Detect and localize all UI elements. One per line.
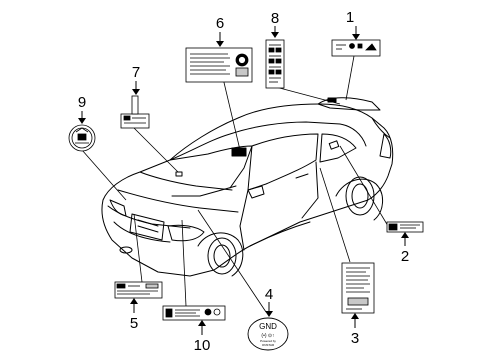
- callout-9: 9: [78, 94, 86, 124]
- callout-number-10: 10: [194, 337, 211, 354]
- label-7: [120, 95, 150, 129]
- callout-number-1: 1: [346, 9, 354, 26]
- label-6: [185, 47, 253, 83]
- label-1: [331, 39, 381, 57]
- label-4-gnd: GND (•) ⊙↑ Powered by ONSTAR: [247, 317, 289, 351]
- gnd-symbols: (•) ⊙↑: [261, 333, 274, 339]
- callout-6: 6: [216, 15, 224, 47]
- callout-8: 8: [271, 10, 279, 38]
- callout-2: 2: [401, 232, 409, 265]
- callout-5: 5: [130, 298, 138, 332]
- label-3: [341, 262, 375, 314]
- callout-number-8: 8: [271, 10, 279, 27]
- callout-4: 4: [265, 286, 273, 317]
- gnd-powered-by: Powered by: [260, 339, 276, 343]
- label-8: [265, 39, 285, 89]
- label-5: [114, 281, 163, 299]
- leader-lines: [81, 55, 389, 313]
- gnd-brand: ONSTAR: [262, 343, 275, 347]
- callout-number-3: 3: [351, 330, 359, 347]
- label-2: [386, 221, 424, 233]
- callout-number-5: 5: [130, 315, 138, 332]
- gnd-text: GND: [259, 322, 277, 331]
- callout-7: 7: [132, 64, 140, 95]
- car-illustration: [101, 97, 394, 277]
- label-10: [162, 305, 226, 321]
- callout-number-6: 6: [216, 15, 224, 32]
- callout-number-4: 4: [265, 286, 273, 303]
- callout-10: 10: [194, 320, 211, 354]
- callout-number-7: 7: [132, 64, 140, 81]
- callout-3: 3: [351, 313, 359, 347]
- callout-1: 1: [346, 9, 360, 40]
- callout-number-2: 2: [401, 248, 409, 265]
- label-9: [68, 124, 96, 152]
- callout-number-9: 9: [78, 94, 86, 111]
